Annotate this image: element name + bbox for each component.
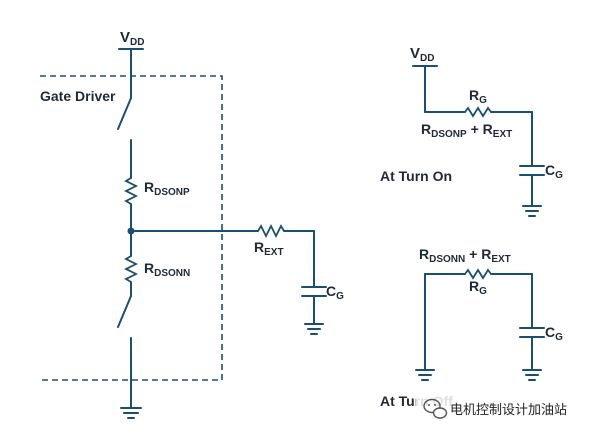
off-left-ground-symbol	[415, 369, 435, 381]
on-rg-resistor	[464, 106, 492, 118]
turn-off-circuit: RDSONN + REXT RG CG At Turn Off	[380, 246, 563, 409]
watermark: 电机控制设计加油站	[416, 394, 600, 422]
rext-label: REXT	[254, 239, 284, 258]
watermark-text: 电机控制设计加油站	[450, 403, 567, 418]
low-side-switch	[117, 295, 132, 328]
off-rg-label: RG	[469, 278, 487, 297]
rdsonn-label: RDSONN	[144, 260, 190, 279]
on-sum-label: RDSONP + REXT	[421, 121, 512, 140]
off-cg-label: CG	[545, 324, 563, 343]
off-sum-label: RDSONN + REXT	[419, 246, 511, 265]
wechat-icon	[423, 398, 448, 419]
gate-driver-label: Gate Driver	[40, 88, 116, 104]
cg-label: CG	[326, 283, 344, 302]
rext-resistor	[257, 223, 285, 239]
turn-on-circuit: VDD RG RDSONP + REXT CG At Turn On	[380, 45, 563, 217]
off-right-ground-symbol	[522, 369, 542, 381]
high-side-switch	[117, 97, 132, 130]
vdd-label: VDD	[120, 29, 144, 48]
off-rg-resistor	[464, 268, 492, 280]
rdsonp-label: RDSONP	[144, 179, 190, 198]
on-ground-symbol	[522, 205, 542, 217]
on-vdd-label: VDD	[410, 45, 434, 64]
rdsonp-resistor	[123, 177, 139, 205]
rdsonn-resistor	[123, 255, 139, 283]
gate-driver-circuit: VDD Gate Driver RDSONP RDSONN REXT CG	[40, 29, 344, 419]
on-cg-label: CG	[545, 162, 563, 181]
cap-ground-symbol	[304, 323, 324, 335]
turn-on-title: At Turn On	[380, 168, 452, 184]
on-rg-label: RG	[469, 87, 487, 106]
ground-symbol	[120, 407, 142, 419]
